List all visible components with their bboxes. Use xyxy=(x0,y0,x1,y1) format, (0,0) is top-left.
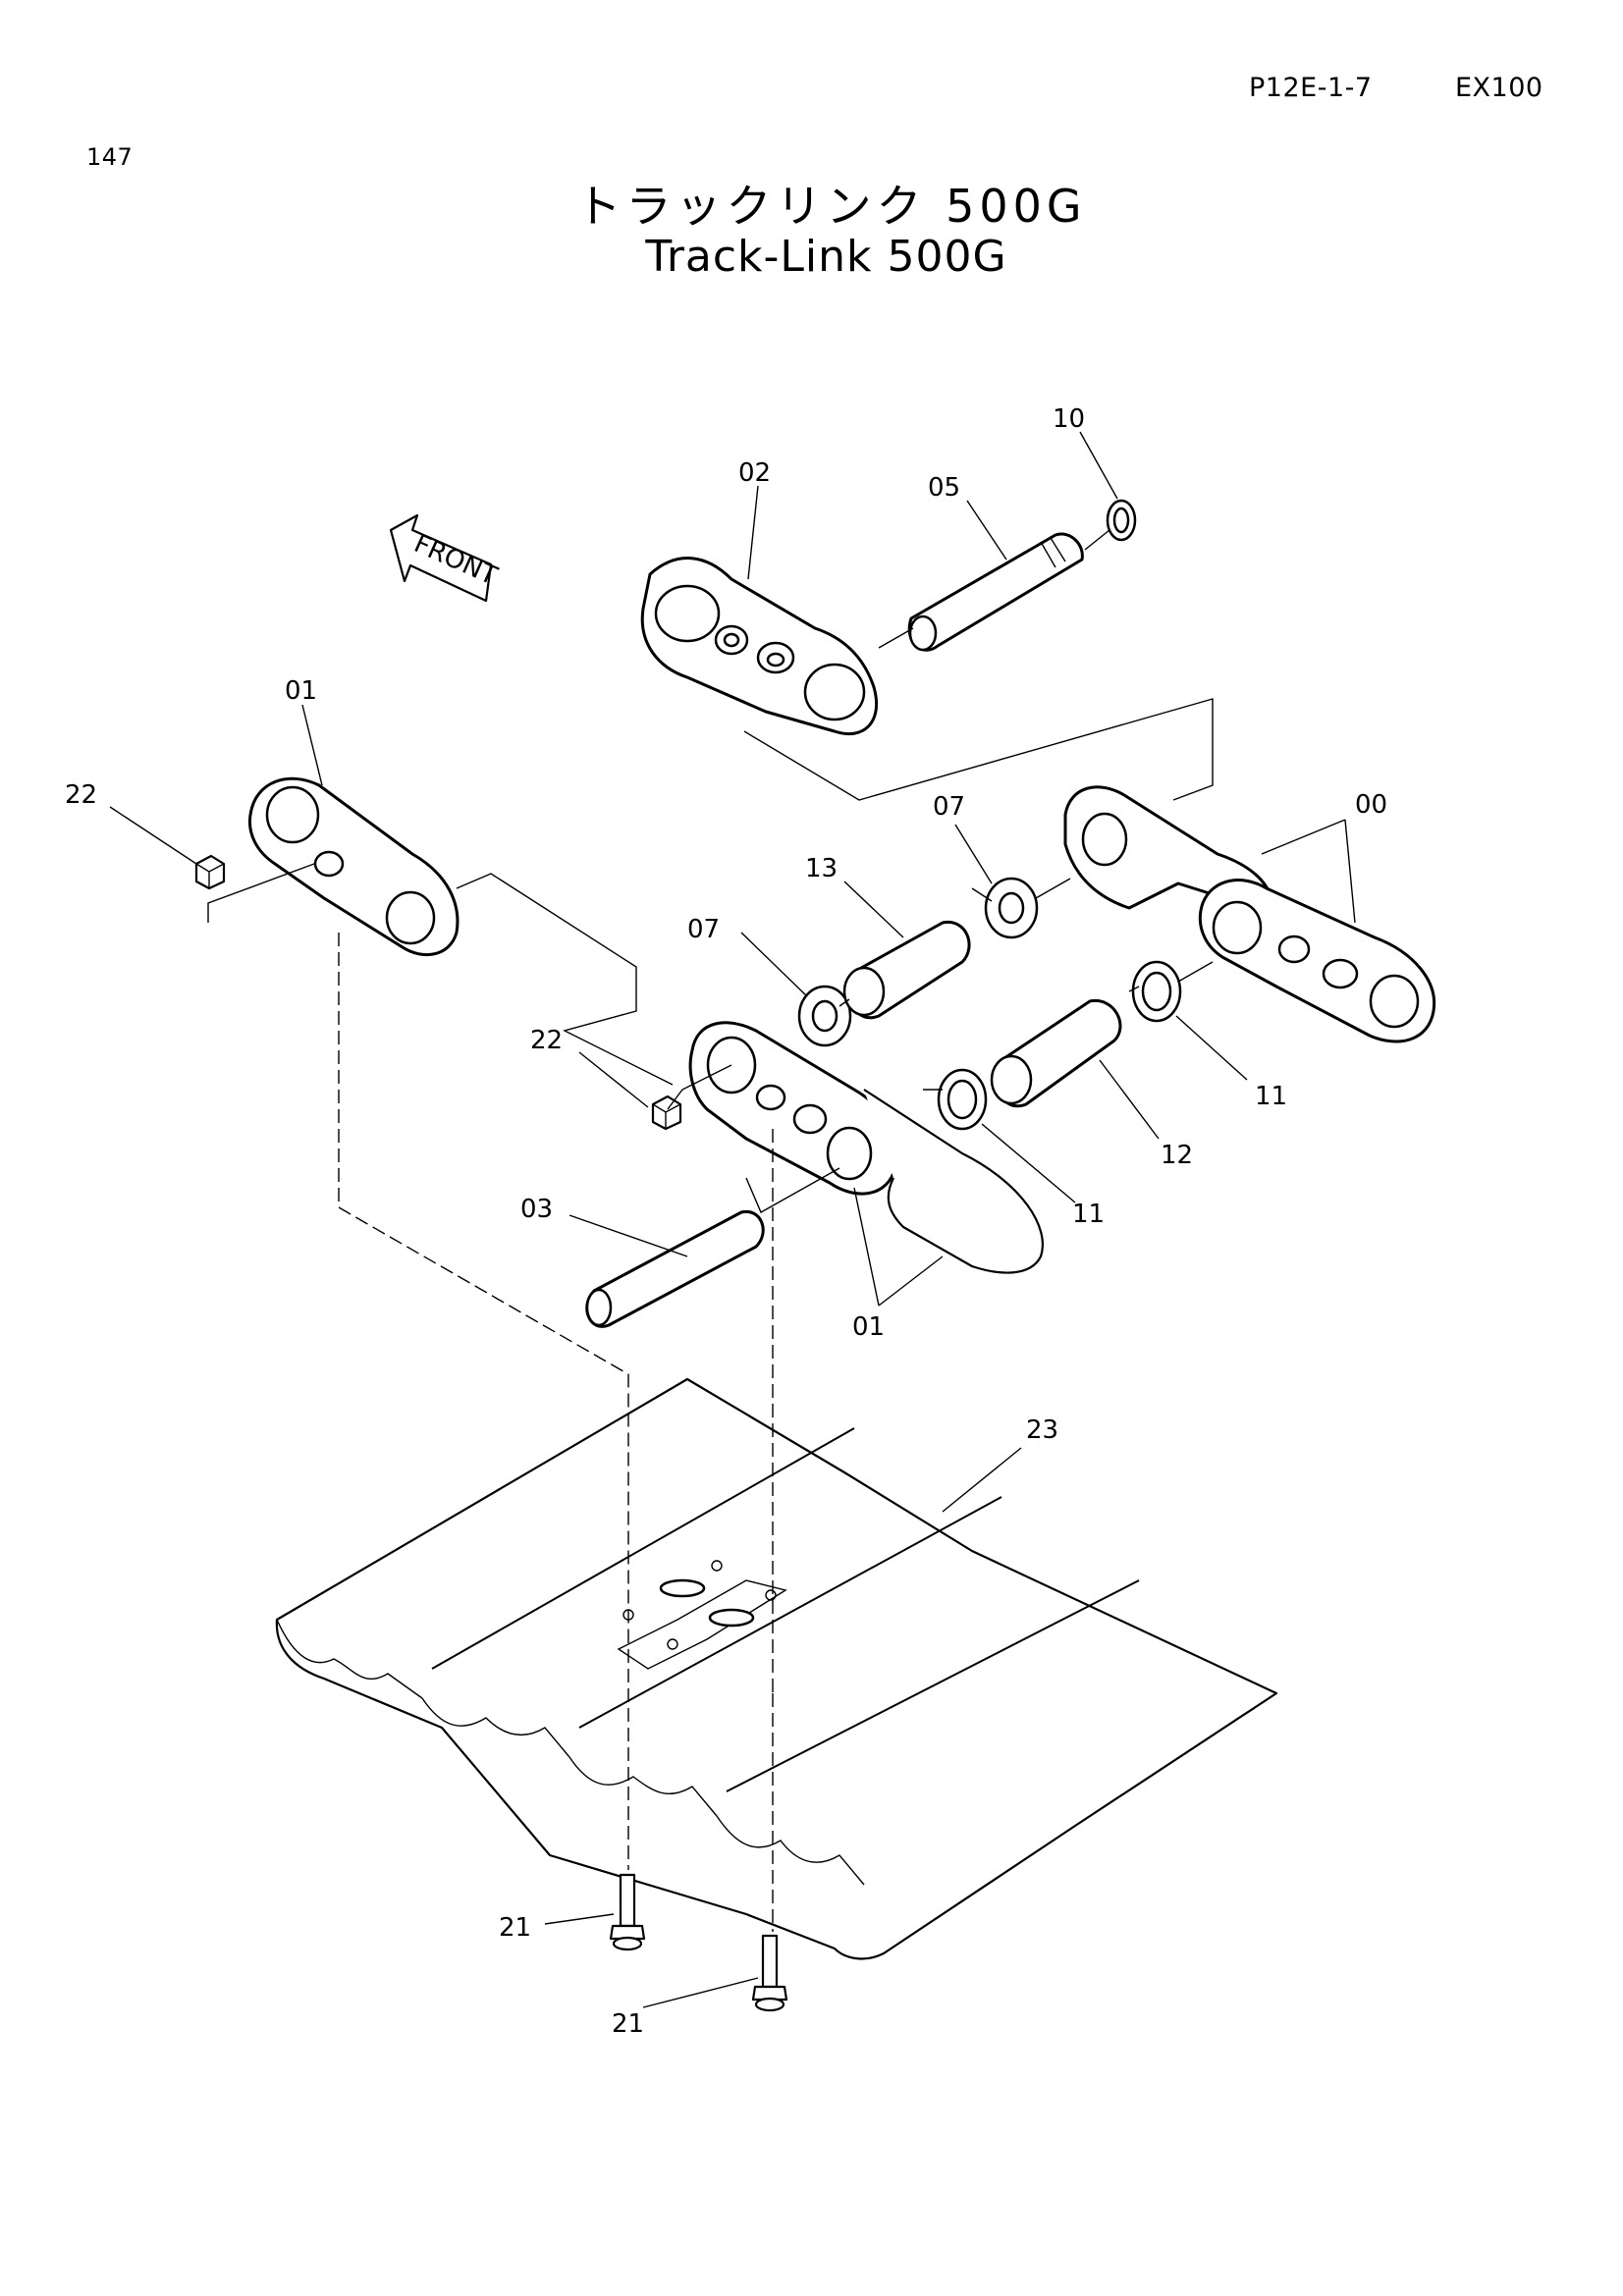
callout-00: 00 xyxy=(1355,790,1387,820)
part-12-bushing xyxy=(990,999,1122,1108)
part-13-bushing xyxy=(842,921,971,1020)
title-english: Track-Link 500G xyxy=(645,232,1007,282)
callout-labels: 10 02 05 01 22 00 07 13 07 22 11 12 11 0… xyxy=(65,404,1387,2039)
callout-21-right: 21 xyxy=(612,2009,644,2039)
callout-13: 13 xyxy=(805,854,838,883)
callout-11-lower: 11 xyxy=(1072,1200,1105,1229)
callout-05: 05 xyxy=(928,473,960,503)
callout-23: 23 xyxy=(1026,1415,1058,1445)
callout-12: 12 xyxy=(1161,1141,1193,1170)
part-07-collar-lower xyxy=(797,985,852,1047)
part-10-snap-ring xyxy=(1106,499,1137,542)
assembly-lines xyxy=(207,529,1214,1932)
callout-07-upper: 07 xyxy=(933,792,965,822)
part-11-seal-upper xyxy=(1131,960,1182,1023)
part-23-track-shoes xyxy=(275,1377,1278,1960)
leader-lines xyxy=(109,431,1356,2008)
model-code: EX100 xyxy=(1455,73,1543,103)
part-00-link-assembly xyxy=(1063,785,1436,1043)
callout-02: 02 xyxy=(738,458,771,488)
callout-22-middle: 22 xyxy=(530,1026,563,1055)
part-21-bolt-left xyxy=(609,1873,646,1951)
callout-10: 10 xyxy=(1053,404,1085,434)
callout-11-upper: 11 xyxy=(1255,1082,1287,1111)
part-07-collar-upper xyxy=(984,877,1039,939)
title-japanese: トラックリンク 500G xyxy=(575,180,1087,233)
part-03-master-pin xyxy=(585,1209,765,1328)
part-02-link xyxy=(640,557,879,736)
page-code: P12E-1-7 xyxy=(1249,73,1373,103)
part-21-bolt-right xyxy=(751,1934,788,2012)
part-01-link-upper xyxy=(247,776,460,956)
page-number: 147 xyxy=(86,143,134,171)
part-05-pin xyxy=(907,532,1084,652)
part-11-seal-lower xyxy=(937,1068,988,1131)
part-22-nut-left xyxy=(194,854,226,890)
callout-07-lower: 07 xyxy=(687,915,720,944)
callout-01-upper: 01 xyxy=(285,676,317,706)
part-01-link-lower xyxy=(688,1021,1044,1274)
callout-22-left: 22 xyxy=(65,780,97,810)
callout-21-left: 21 xyxy=(499,1913,531,1943)
callout-03: 03 xyxy=(520,1195,553,1224)
callout-01-lower: 01 xyxy=(852,1312,885,1342)
front-direction-arrow: FRONT xyxy=(389,513,502,603)
part-22-nut-middle xyxy=(651,1095,682,1131)
